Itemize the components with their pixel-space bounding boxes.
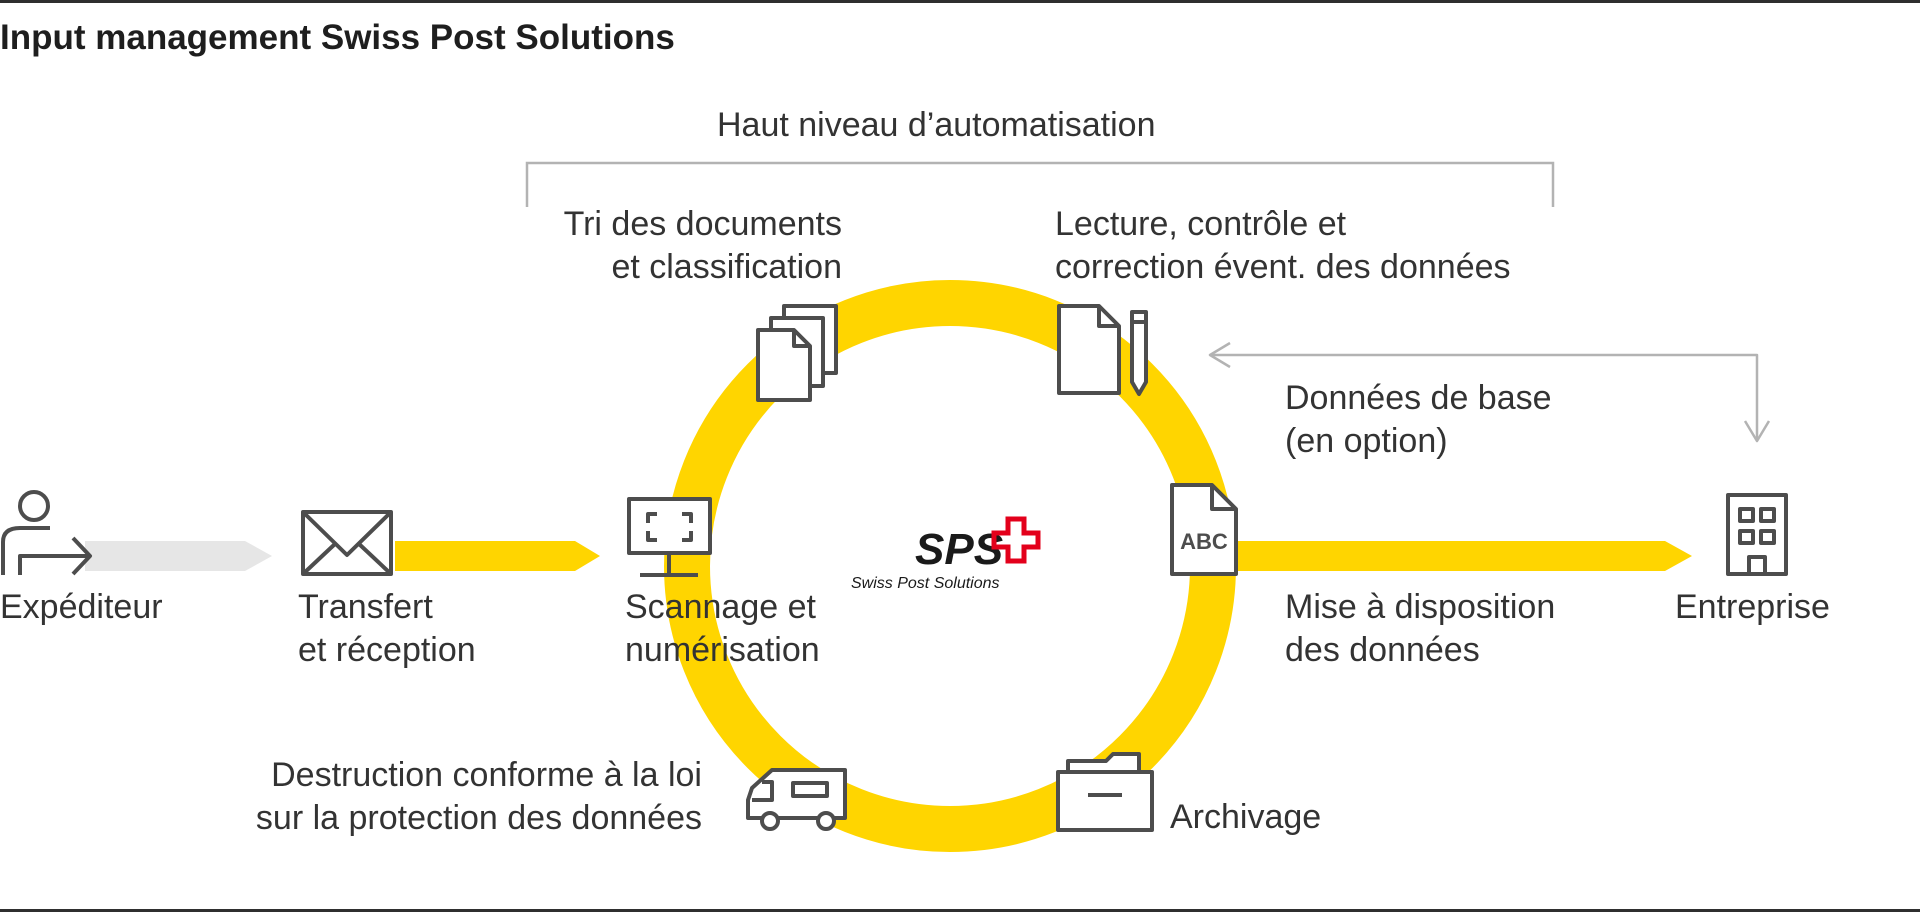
archive-label: Archivage xyxy=(1170,796,1321,839)
destroy-label-line2: sur la protection des données xyxy=(255,799,702,837)
sort-label: Tri des documents et classification xyxy=(520,203,842,289)
destroy-label-line1: Destruction conforme à la loi xyxy=(271,756,702,794)
abc-glyph: ABC xyxy=(1180,529,1228,554)
swiss-cross-icon xyxy=(991,516,1041,564)
master-data-label-line2: (en option) xyxy=(1285,422,1448,460)
company-label-line1: Entreprise xyxy=(1675,588,1830,626)
scan-label: Scannage et numérisation xyxy=(625,586,820,672)
sender-label: Expéditeur xyxy=(0,586,163,629)
document-pen-icon xyxy=(1057,304,1148,396)
diagram-title: Input management Swiss Post Solutions xyxy=(0,18,675,57)
abc-document-icon: ABC xyxy=(1170,483,1238,576)
sender-band xyxy=(85,541,272,571)
provision-label: Mise à disposition des données xyxy=(1285,586,1555,672)
transfer-label-line1: Transfert xyxy=(298,588,433,626)
sps-logo: SPS Swiss Post Solutions xyxy=(851,516,1041,592)
envelope-icon xyxy=(301,510,393,576)
documents-stack-icon xyxy=(756,304,838,402)
person-arrow-icon xyxy=(1,490,92,576)
automation-bracket xyxy=(525,161,1555,207)
sps-logo-subtitle: Swiss Post Solutions xyxy=(851,575,1000,592)
scan-label-line1: Scannage et xyxy=(625,588,816,626)
read-label-line2: correction évent. des données xyxy=(1055,248,1511,286)
automation-label: Haut niveau d’automatisation xyxy=(717,106,1156,144)
office-building-icon xyxy=(1726,493,1788,576)
provision-band xyxy=(1230,541,1692,571)
destroy-label: Destruction conforme à la loi sur la pro… xyxy=(180,754,702,840)
top-rule xyxy=(0,0,1920,3)
transfer-label: Transfert et réception xyxy=(298,586,476,672)
read-label: Lecture, contrôle et correction évent. d… xyxy=(1055,203,1511,289)
delivery-truck-icon xyxy=(746,768,847,831)
company-label: Entreprise xyxy=(1675,586,1830,629)
master-data-label: Données de base (en option) xyxy=(1285,377,1552,463)
sort-label-line1: Tri des documents xyxy=(563,205,842,243)
monitor-scan-icon xyxy=(627,497,712,577)
sender-label-line1: Expéditeur xyxy=(0,588,163,626)
sps-logo-text: SPS xyxy=(915,525,1003,574)
transfer-label-line2: et réception xyxy=(298,631,476,669)
master-data-arrow xyxy=(1208,341,1771,443)
archive-box-icon xyxy=(1056,752,1154,832)
sort-label-line2: et classification xyxy=(611,248,842,286)
transfer-band xyxy=(395,541,600,571)
scan-label-line2: numérisation xyxy=(625,631,820,669)
bottom-rule xyxy=(0,909,1920,912)
provision-label-line2: des données xyxy=(1285,631,1480,669)
provision-label-line1: Mise à disposition xyxy=(1285,588,1556,626)
read-label-line1: Lecture, contrôle et xyxy=(1055,205,1347,243)
archive-label-line1: Archivage xyxy=(1170,798,1322,836)
master-data-label-line1: Données de base xyxy=(1285,379,1552,417)
